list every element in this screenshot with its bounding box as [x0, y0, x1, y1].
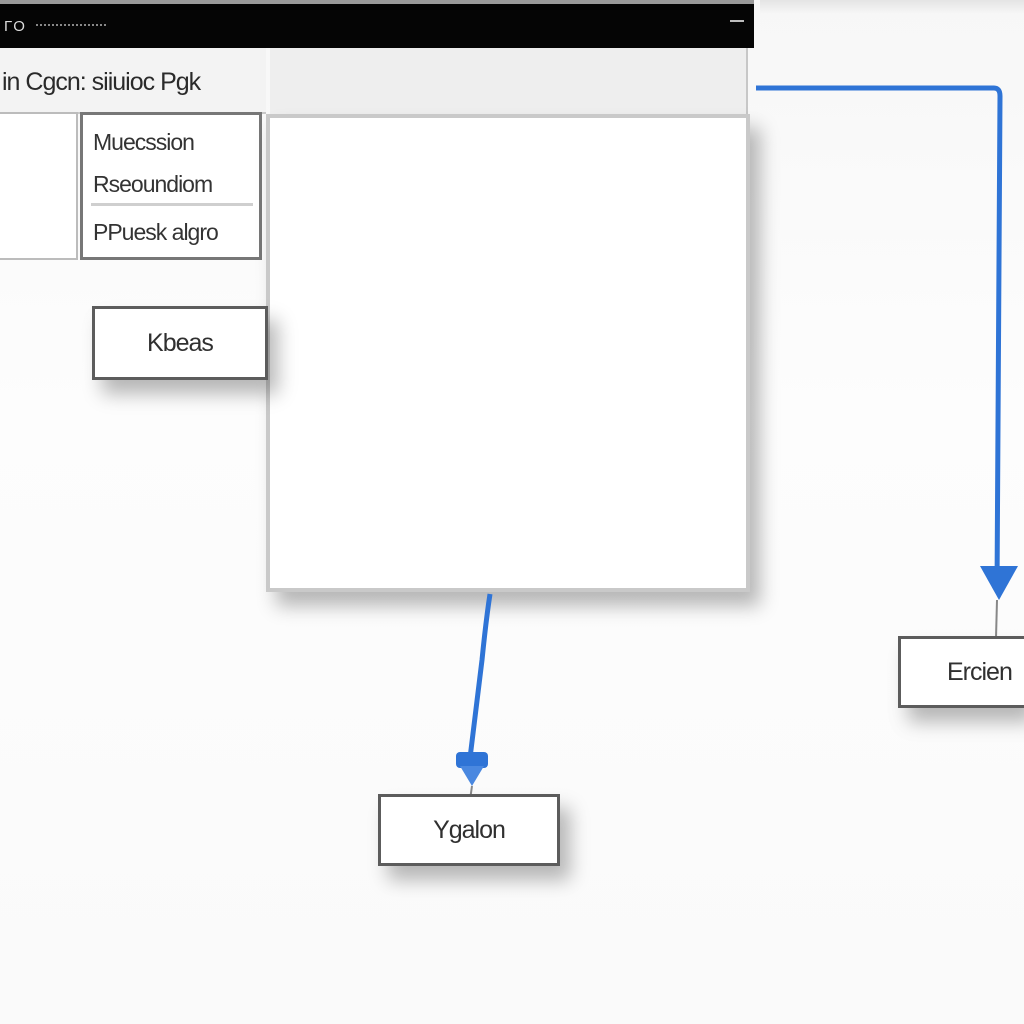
arrowhead-bottom-icon — [456, 752, 488, 768]
minimize-icon[interactable] — [730, 20, 744, 22]
connector-top-right — [756, 85, 1003, 591]
arrowhead-bottom-tip-icon — [460, 766, 484, 786]
window-title: ΓO — [4, 18, 26, 35]
menu-item-3[interactable]: PPuesk algro — [93, 219, 219, 245]
main-content-area[interactable] — [266, 114, 750, 592]
right-node[interactable]: Ercien — [898, 636, 1024, 708]
left-action-button-label: Kbeas — [147, 328, 214, 357]
menu-item-1[interactable]: Muecssion — [93, 129, 195, 155]
bottom-node[interactable]: Ygalon — [378, 794, 560, 866]
menu-item-2[interactable]: Rseoundiom — [93, 171, 213, 197]
menu-list: Muecssion Rseoundiom PPuesk algro — [80, 112, 262, 260]
arrowhead-right-icon — [980, 566, 1018, 600]
title-divider — [36, 24, 106, 29]
side-panel-stub — [0, 112, 78, 260]
connector-bottom — [467, 593, 493, 759]
bottom-node-label: Ygalon — [433, 815, 506, 844]
left-panel-header: in Cgcn: siiuioc Pgk — [0, 48, 266, 114]
main-header-bar — [270, 48, 748, 116]
window-titlebar[interactable]: ΓO — [0, 0, 754, 48]
menu-divider — [91, 203, 253, 206]
top-glare — [760, 0, 1024, 14]
right-node-label: Ercien — [947, 657, 1013, 686]
connector-right-stem — [995, 599, 998, 639]
left-panel-title: in Cgcn: siiuioc Pgk — [2, 68, 201, 96]
left-action-button[interactable]: Kbeas — [92, 306, 268, 380]
